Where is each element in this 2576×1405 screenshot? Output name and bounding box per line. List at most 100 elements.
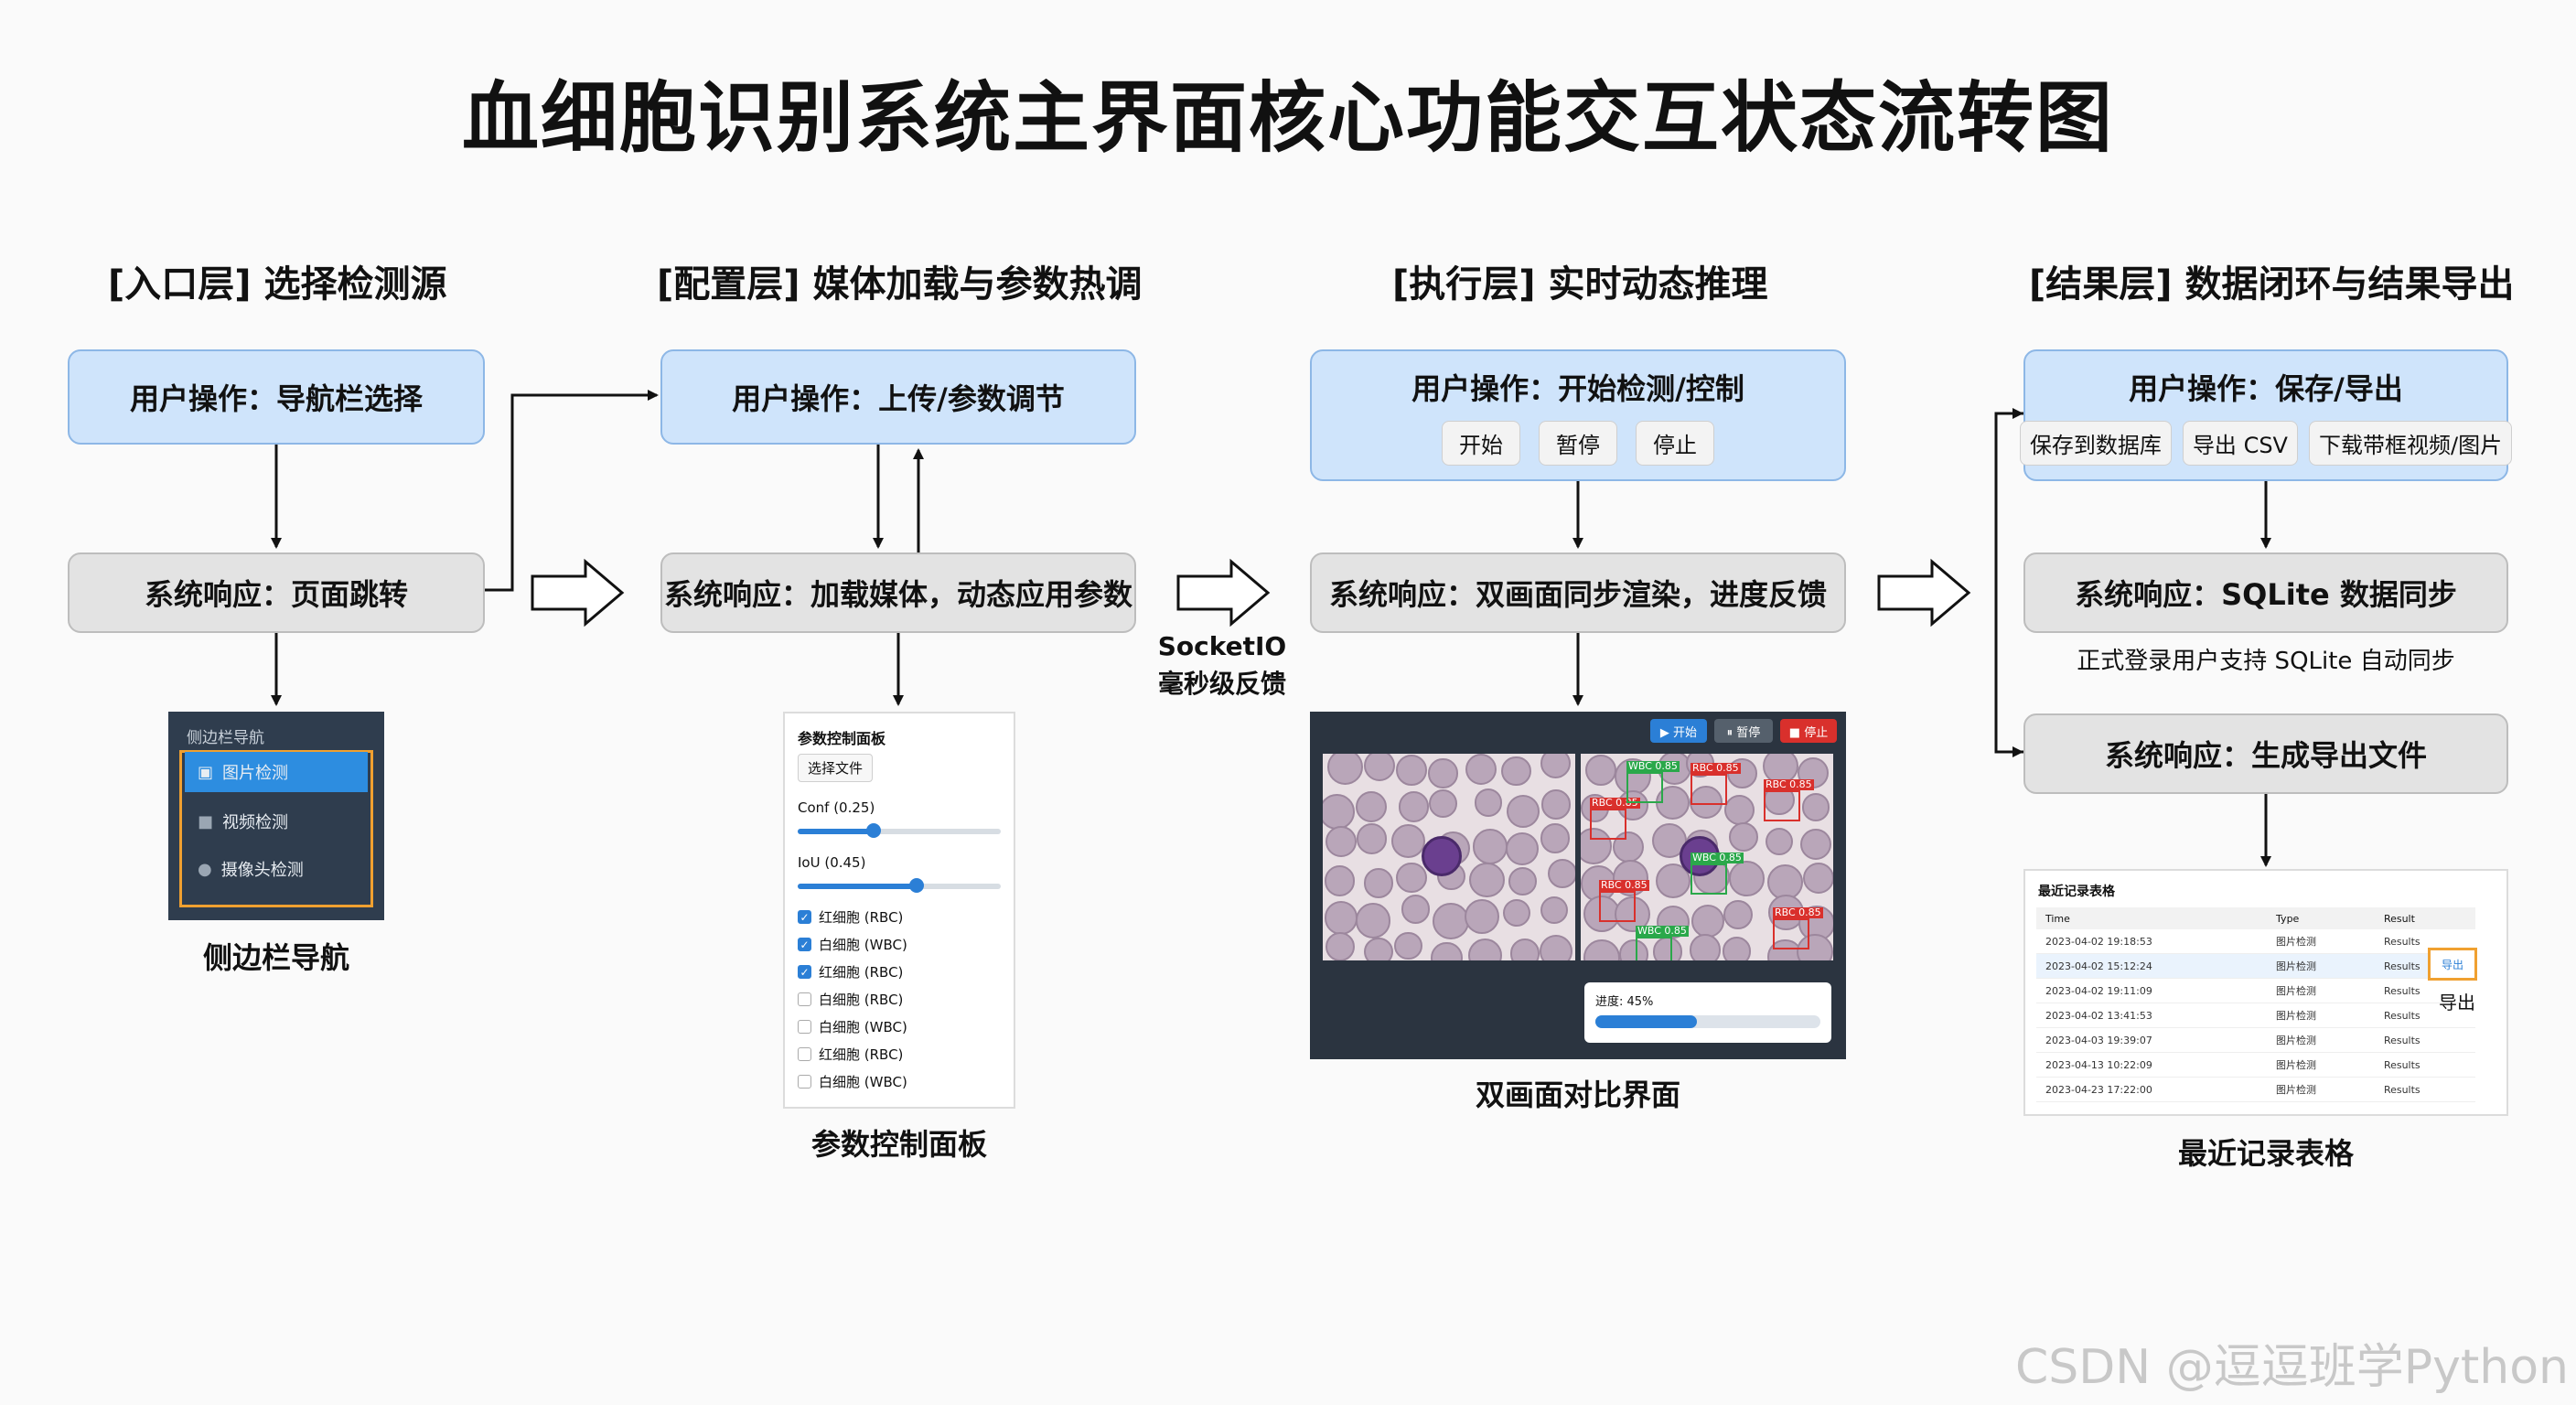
- red-blood-cell: [1429, 788, 1457, 818]
- red-blood-cell: [1618, 939, 1649, 960]
- red-blood-cell: [1428, 758, 1458, 788]
- progress-box: 进度: 45%: [1584, 982, 1831, 1043]
- table-cell: 图片检测: [2267, 978, 2375, 1003]
- save-db-button[interactable]: 保存到数据库: [2019, 420, 2172, 466]
- sidebar-item-video[interactable]: ■ 视频检测: [185, 801, 368, 842]
- viewer-pause-button[interactable]: ⏸ 暂停: [1714, 719, 1773, 743]
- export-csv-button[interactable]: 导出 CSV: [2182, 420, 2298, 466]
- export-row-button[interactable]: 导出: [2428, 948, 2477, 981]
- socketio-feedback-label: 毫秒级反馈: [1157, 669, 1286, 699]
- red-blood-cell: [1390, 823, 1425, 858]
- sidebar-item-label: 视频检测: [222, 813, 289, 832]
- red-blood-cell: [1724, 795, 1755, 826]
- caption-dual-view: 双画面对比界面: [1475, 1078, 1680, 1112]
- class-filter-checkbox[interactable]: 红细胞 (RBC): [798, 1045, 903, 1064]
- conf-slider[interactable]: [798, 823, 1001, 838]
- checkbox-empty-icon: [798, 1075, 811, 1089]
- red-blood-cell: [1323, 794, 1356, 830]
- class-filter-checkbox[interactable]: 白细胞 (WBC): [798, 1017, 907, 1036]
- table-cell: 2023-04-02 19:11:09: [2036, 978, 2268, 1003]
- sidebar-highlight-frame: [179, 750, 373, 907]
- column-title-entry: [入口层] 选择检测源: [108, 263, 447, 306]
- red-blood-cell: [1508, 867, 1537, 896]
- col-result: Result: [2374, 907, 2475, 929]
- col-type: Type: [2267, 907, 2375, 929]
- checkbox-label: 白细胞 (WBC): [819, 937, 907, 953]
- class-filter-checkbox[interactable]: 白细胞 (RBC): [798, 990, 903, 1009]
- column-title-exec: [执行层] 实时动态推理: [1392, 263, 1768, 306]
- table-cell: 图片检测: [2267, 929, 2375, 954]
- red-blood-cell: [1583, 939, 1620, 960]
- detection-label: WBC 0.85: [1636, 925, 1689, 937]
- table-cell: 2023-04-03 19:39:07: [2036, 1027, 2268, 1053]
- red-blood-cell: [1396, 862, 1427, 893]
- detection-box: RBC 0.85: [1590, 798, 1640, 840]
- stage-arrow-2: [1176, 558, 1271, 627]
- conf-label: Conf (0.25): [798, 799, 875, 816]
- stage-arrow-3: [1877, 558, 1971, 627]
- red-blood-cell: [1472, 829, 1508, 865]
- sidebar-item-camera[interactable]: ● 摄像头检测: [185, 849, 368, 889]
- red-blood-cell: [1581, 828, 1612, 864]
- class-filter-checkbox[interactable]: ✓红细胞 (RBC): [798, 907, 903, 927]
- red-blood-cell: [1540, 896, 1568, 925]
- checkbox-label: 白细胞 (WBC): [819, 1019, 907, 1035]
- red-blood-cell: [1363, 868, 1394, 898]
- sidebar-item-image[interactable]: ▣ 图片检测: [185, 752, 368, 792]
- table-cell: 图片检测: [2267, 1027, 2375, 1053]
- red-blood-cell: [1540, 822, 1571, 853]
- viewer-stop-button[interactable]: ■ 停止: [1780, 719, 1837, 743]
- iou-slider[interactable]: [798, 878, 1001, 893]
- socketio-label: SocketIO: [1157, 631, 1287, 661]
- user-action-save-export: 用户操作：保存/导出 保存到数据库 导出 CSV 下载带框视频/图片: [2019, 349, 2513, 481]
- sidebar-nav-mock: 侧边栏导航 ▣ 图片检测 ■ 视频检测 ● 摄像头检测: [168, 712, 384, 920]
- red-blood-cell: [1356, 790, 1388, 822]
- table-cell: 2023-04-02 19:18:53: [2036, 929, 2268, 954]
- download-annotated-button[interactable]: 下载带框视频/图片: [2308, 420, 2513, 466]
- table-cell: 2023-04-23 17:22:00: [2036, 1077, 2268, 1102]
- diagram-title: 血细胞识别系统主界面核心功能交互状态流转图: [461, 73, 2114, 163]
- system-response-dual-render: 系统响应：双画面同步渲染，进度反馈: [1310, 552, 1846, 633]
- red-blood-cell: [1324, 901, 1358, 935]
- user-action-start-control: 用户操作：开始检测/控制 开始 暂停 停止: [1310, 349, 1846, 481]
- checkbox-label: 红细胞 (RBC): [819, 1046, 904, 1063]
- red-blood-cell: [1465, 754, 1497, 785]
- stop-button[interactable]: 停止: [1636, 420, 1714, 466]
- class-filter-checkbox[interactable]: ✓白细胞 (WBC): [798, 935, 907, 954]
- red-blood-cell: [1723, 899, 1753, 929]
- stage-arrow-1: [531, 558, 625, 627]
- red-blood-cell: [1506, 831, 1539, 865]
- red-blood-cell: [1431, 941, 1463, 960]
- choose-file-button[interactable]: 选择文件: [798, 754, 874, 782]
- table-cell: 图片检测: [2267, 953, 2375, 979]
- panel-header: 参数控制面板: [798, 730, 886, 747]
- viewer-start-button[interactable]: ▶ 开始: [1650, 719, 1707, 743]
- class-filter-checkbox[interactable]: 白细胞 (WBC): [798, 1072, 907, 1091]
- camera-icon: ●: [198, 859, 212, 879]
- red-blood-cell: [1767, 864, 1804, 900]
- red-blood-cell: [1729, 821, 1758, 852]
- detection-box: RBC 0.85: [1599, 880, 1649, 922]
- start-button[interactable]: 开始: [1442, 420, 1520, 466]
- red-blood-cell: [1364, 937, 1393, 960]
- red-blood-cell: [1509, 938, 1540, 960]
- table-cell: Results: [2374, 1052, 2475, 1078]
- checkbox-empty-icon: [798, 1020, 811, 1034]
- checkbox-empty-icon: [798, 992, 811, 1006]
- checkbox-label: 白细胞 (WBC): [819, 1074, 907, 1090]
- class-filter-checkbox[interactable]: ✓红细胞 (RBC): [798, 962, 903, 981]
- detection-box: WBC 0.85: [1636, 926, 1689, 960]
- checkbox-label: 红细胞 (RBC): [819, 909, 904, 926]
- user-action-label: 用户操作：开始检测/控制: [1411, 370, 1744, 406]
- pause-button[interactable]: 暂停: [1539, 420, 1617, 466]
- column-title-result: [结果层] 数据闭环与结果导出: [2029, 263, 2515, 306]
